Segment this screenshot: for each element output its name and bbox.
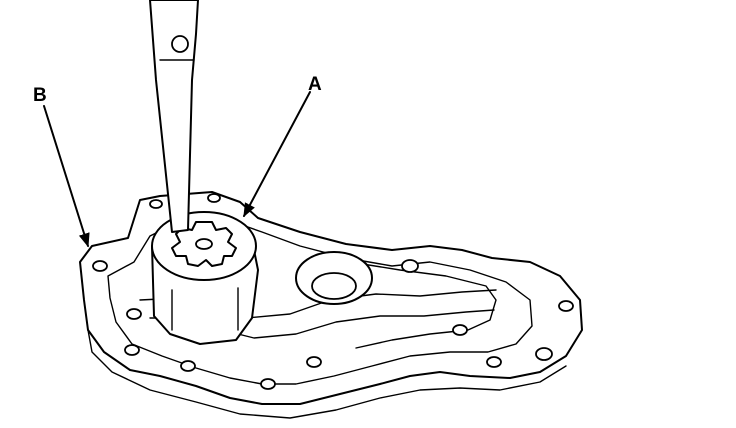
drive-shaft <box>149 0 199 233</box>
leader-lines <box>43 91 311 248</box>
leader-arrow-b <box>43 105 90 248</box>
bolt-holes <box>92 193 574 390</box>
inner-rotor <box>151 211 257 281</box>
leader-arrow-a <box>243 91 311 218</box>
callout-label-b: B <box>33 85 47 106</box>
callout-label-a: A <box>308 74 322 95</box>
pump-bore <box>295 251 373 305</box>
